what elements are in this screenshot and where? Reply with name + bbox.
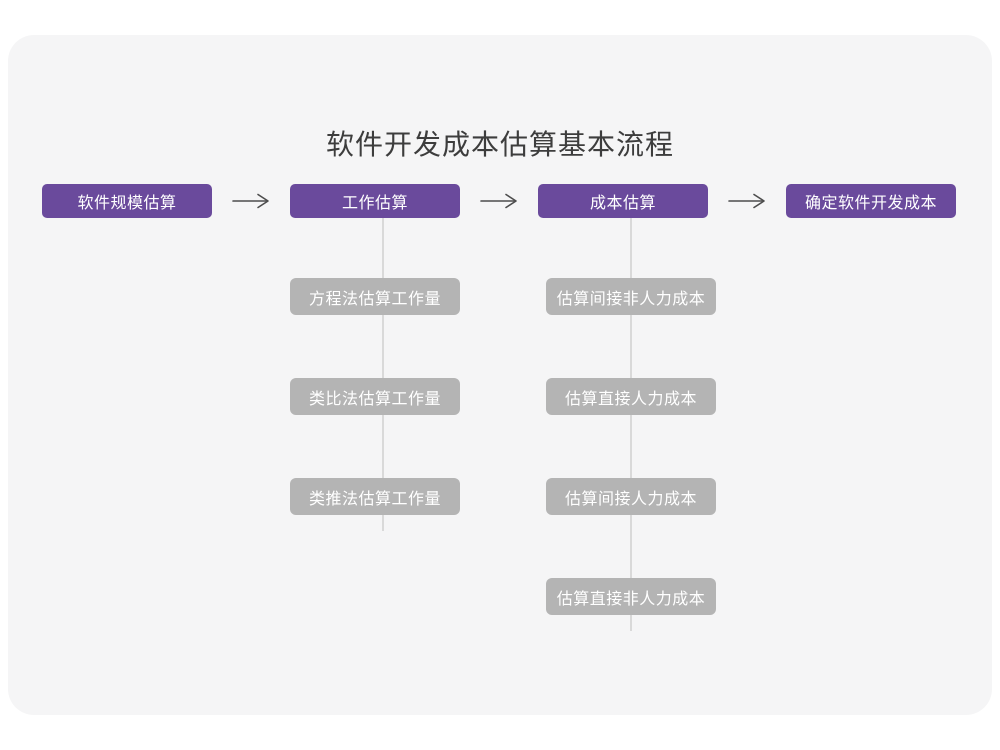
sub-node-extrapolation-method: 类推法估算工作量 [290, 478, 460, 515]
sub-node-equation-method: 方程法估算工作量 [290, 278, 460, 315]
sub-node-indirect-labor-cost: 估算间接人力成本 [546, 478, 716, 515]
diagram-title: 软件开发成本估算基本流程 [325, 129, 674, 160]
sub-node-indirect-non-labor-cost: 估算间接非人力成本 [546, 278, 716, 315]
flow-arrow-2 [480, 192, 520, 210]
node-label: 类比法估算工作量 [308, 390, 441, 408]
node-label: 估算直接非人力成本 [556, 590, 706, 608]
flow-node-work-estimation: 工作估算 [290, 184, 460, 218]
flow-node-software-scale-estimation: 软件规模估算 [42, 184, 212, 218]
flow-node-cost-estimation: 成本估算 [538, 184, 708, 218]
flow-arrow-3 [728, 192, 768, 210]
sub-node-direct-labor-cost: 估算直接人力成本 [546, 378, 716, 415]
sub-node-direct-non-labor-cost: 估算直接非人力成本 [546, 578, 716, 615]
sub-node-analogy-method: 类比法估算工作量 [290, 378, 460, 415]
node-label: 确定软件开发成本 [804, 195, 937, 212]
node-label: 软件规模估算 [77, 195, 177, 212]
node-label: 估算间接非人力成本 [556, 290, 706, 308]
node-label: 方程法估算工作量 [308, 290, 441, 308]
diagram-card: 软件开发成本估算基本流程 软件规模估算 工作估算 成本估算 确定软件开发成本 [8, 35, 992, 715]
connector-line-work-estimation [382, 218, 384, 531]
connector-line-cost-estimation [630, 218, 632, 631]
node-label: 估算直接人力成本 [564, 390, 697, 408]
flow-node-determine-software-development-cost: 确定软件开发成本 [786, 184, 956, 218]
node-label: 估算间接人力成本 [564, 490, 697, 508]
node-label: 成本估算 [589, 195, 656, 212]
flow-arrow-1 [232, 192, 272, 210]
node-label: 工作估算 [341, 195, 408, 212]
node-label: 类推法估算工作量 [308, 490, 441, 508]
